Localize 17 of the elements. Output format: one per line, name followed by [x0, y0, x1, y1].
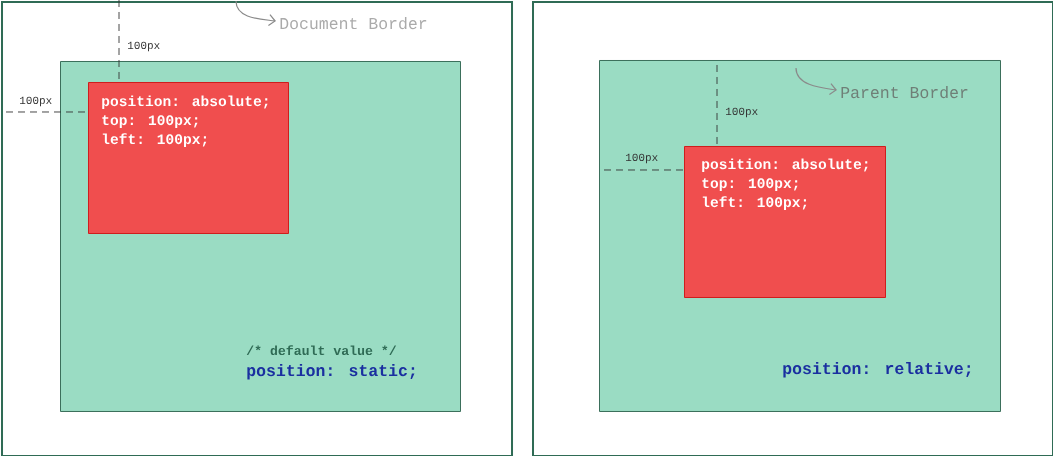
code-text: left: 100px; — [702, 196, 807, 210]
dimension-label: 100px — [128, 41, 160, 52]
code-text: left: 100px; — [102, 133, 207, 147]
code-text: position: relative; — [783, 362, 971, 378]
code-text: top: 100px; — [702, 178, 798, 191]
curved-arrow — [795, 67, 837, 96]
code-text: position: absolute; — [702, 158, 868, 172]
dimension-label: 100px — [20, 96, 52, 107]
callout-text: Document Border — [280, 17, 427, 30]
code-text: top: 100px; — [102, 115, 198, 128]
dimension-label: 100px — [626, 153, 658, 164]
code-comment: /* default value */ — [246, 345, 397, 356]
dimension-label: 100px — [726, 107, 758, 118]
curved-arrow — [235, 0, 276, 27]
code-text: position: absolute; — [102, 95, 268, 109]
callout-text: Parent Border — [841, 86, 968, 99]
code-text: position: static; — [247, 364, 415, 380]
